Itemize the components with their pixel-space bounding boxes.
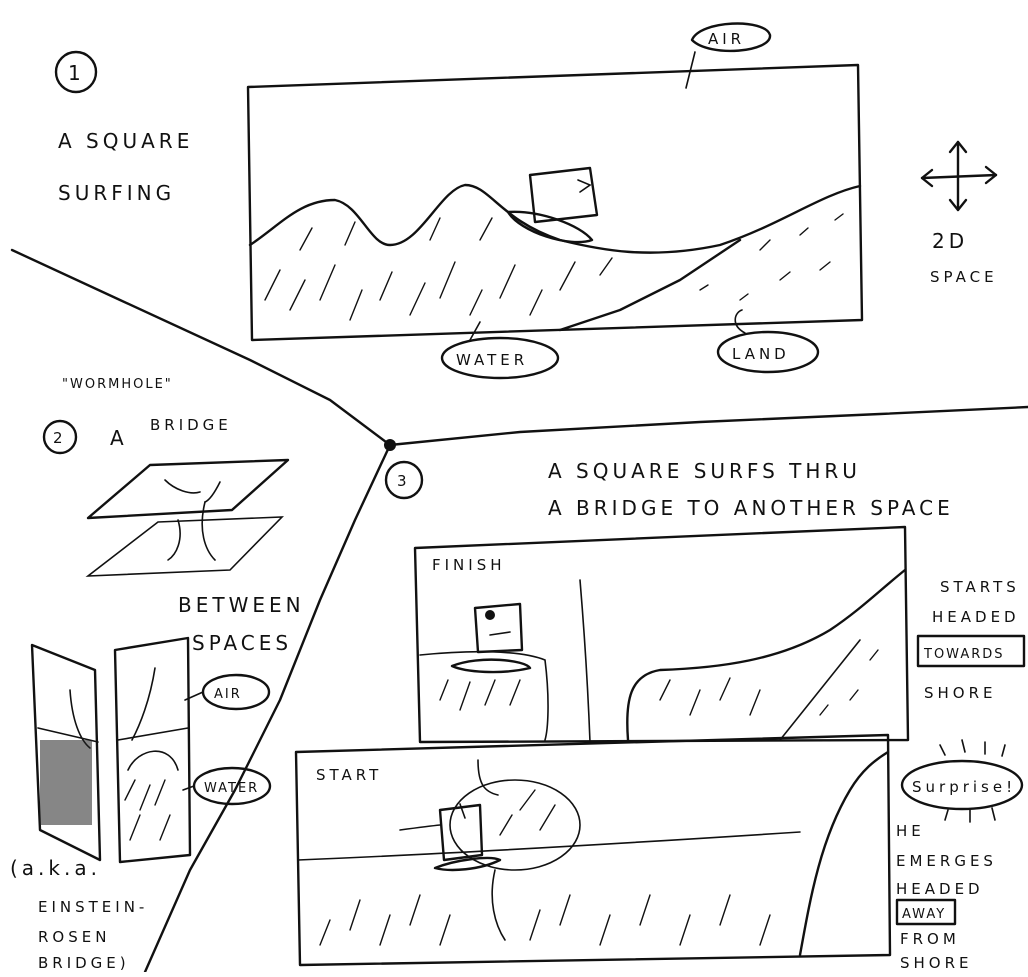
divider-junction (384, 439, 396, 451)
two-d-axes-icon (922, 142, 996, 210)
panel-2-aka-line4: BRIDGE) (38, 954, 130, 972)
panel-2-aka-line3: ROSEN (38, 928, 110, 946)
panel-2-wormhole-note: "WORMHOLE" (62, 377, 173, 392)
start-wormhole-stem (478, 760, 498, 795)
panel-2-caption-a: A (110, 426, 128, 450)
start-water-hatching (320, 790, 770, 945)
panel-1-axes-line2: SPACE (930, 268, 998, 286)
panel-1-label-land: LAND (732, 345, 790, 363)
start-label: START (316, 766, 382, 784)
note2-line1: HE (896, 822, 925, 840)
wormhole-sketch (88, 460, 288, 576)
panel-1-caption-line2: SURFING (58, 181, 175, 205)
panel-3-caption-line2: A BRIDGE TO ANOTHER SPACE (548, 496, 954, 520)
panel-2-between-line1: BETWEEN (178, 593, 305, 617)
panel-2-number: 2 (53, 429, 67, 447)
panel-1-label-air: AIR (708, 30, 745, 48)
panel-3: 3 A SQUARE SURFS THRU A BRIDGE TO ANOTHE… (296, 459, 1024, 972)
finish-wave-contour (627, 570, 905, 740)
finish-left-water (420, 652, 548, 740)
panel-3-caption-line1: A SQUARE SURFS THRU (548, 459, 861, 483)
panel-1: 1 A SQUARE SURFING (56, 24, 998, 378)
note2-line4: AWAY (902, 907, 946, 922)
panel-1-axes-line1: 2D (932, 229, 968, 253)
start-wormhole-tail (492, 870, 505, 940)
panel-2-aka-line1: (a.k.a. (10, 856, 101, 880)
folded-space-sketch (32, 638, 190, 862)
finish-label: FINISH (432, 556, 506, 574)
panel-2-aka-line2: EINSTEIN- (38, 898, 148, 916)
note1-line4: SHORE (924, 684, 997, 702)
note2-line5: FROM (900, 930, 960, 948)
divider-right (390, 407, 1028, 445)
panel-1-caption-line1: A SQUARE (58, 129, 193, 153)
panel-2-label-air: AIR (214, 687, 242, 702)
panel-1-water-hatching (265, 218, 612, 320)
panel-1-land-pointer (735, 310, 745, 333)
panel-1-number: 1 (68, 61, 85, 85)
note1-line1: STARTS (940, 578, 1020, 596)
start-wake-line (400, 825, 440, 830)
divider-lower-left (145, 445, 390, 972)
start-horizon (298, 832, 800, 860)
panel-2-label-water: WATER (204, 781, 259, 796)
finish-square-surfer (452, 604, 530, 672)
finish-divider-line (580, 580, 590, 742)
panel-1-water-pointer (470, 322, 480, 340)
panel-1-label-water: WATER (456, 351, 528, 369)
panel-2: "WORMHOLE" 2 A BRIDGE BETWEEN SPACES (10, 377, 305, 972)
note2-line3: HEADED (896, 880, 984, 898)
panel-2-between-line2: SPACES (192, 631, 292, 655)
panel-3-number: 3 (397, 472, 411, 490)
panel-2-caption-bridge: BRIDGE (150, 416, 232, 434)
start-land-slope (800, 752, 888, 955)
panel-1-square-surfer (508, 168, 597, 242)
panel-1-land-texture (700, 214, 843, 300)
finish-shoreline (780, 640, 860, 740)
note1-line3: TOWARDS (923, 647, 1005, 662)
surprise-text: Surprise! (912, 778, 1016, 796)
note2-line2: EMERGES (896, 852, 997, 870)
start-square-surfer (435, 804, 500, 870)
note1-line2: HEADED (932, 608, 1020, 626)
note2-line6: SHORE (900, 954, 973, 972)
